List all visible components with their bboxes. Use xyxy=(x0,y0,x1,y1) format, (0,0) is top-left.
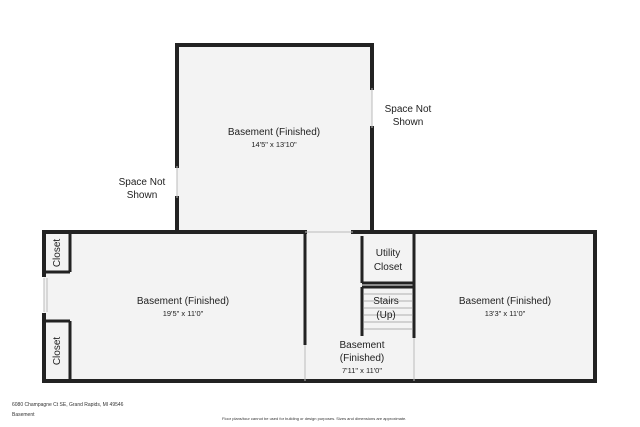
stairs-label-line1: Stairs xyxy=(373,296,399,307)
room-floors xyxy=(44,45,595,381)
openings xyxy=(43,88,415,381)
hall-basement-name-line2: (Finished) xyxy=(340,353,384,364)
left-basement-dims: 19'5" x 11'0" xyxy=(163,309,204,318)
space-not-shown-left-line2: Shown xyxy=(127,190,158,201)
footer-floor: Basement xyxy=(12,412,35,418)
footer-disclaimer: Floor plans/tour cannot be used for buil… xyxy=(222,416,407,421)
space-not-shown-right-line1: Space Not xyxy=(385,104,432,115)
upper-basement-dims: 14'5" x 13'10" xyxy=(251,140,297,149)
hall-basement-name-line1: Basement xyxy=(339,340,384,351)
closet-top-label: Closet xyxy=(52,239,63,268)
right-basement-name: Basement (Finished) xyxy=(459,296,551,307)
upper-basement-name: Basement (Finished) xyxy=(228,127,320,138)
walls xyxy=(42,43,597,383)
interior-walls xyxy=(44,232,416,379)
lower-floor xyxy=(44,232,595,381)
left-basement-name: Basement (Finished) xyxy=(137,296,229,307)
footer-address: 6080 Champagne Ct SE, Grand Rapids, MI 4… xyxy=(12,402,124,408)
utility-closet-label-line2: Closet xyxy=(374,262,403,273)
upper-basement-floor xyxy=(177,45,372,232)
stair-treads xyxy=(364,293,412,330)
hall-basement-dims: 7'11" x 11'0" xyxy=(342,366,382,375)
closet-bottom-label: Closet xyxy=(52,337,63,366)
utility-closet-label-line1: Utility xyxy=(376,248,400,259)
space-not-shown-left-line1: Space Not xyxy=(119,177,166,188)
stairs-label-line2: (Up) xyxy=(376,310,395,321)
space-not-shown-right-line2: Shown xyxy=(393,117,424,128)
right-basement-dims: 13'3" x 11'0" xyxy=(485,309,526,318)
